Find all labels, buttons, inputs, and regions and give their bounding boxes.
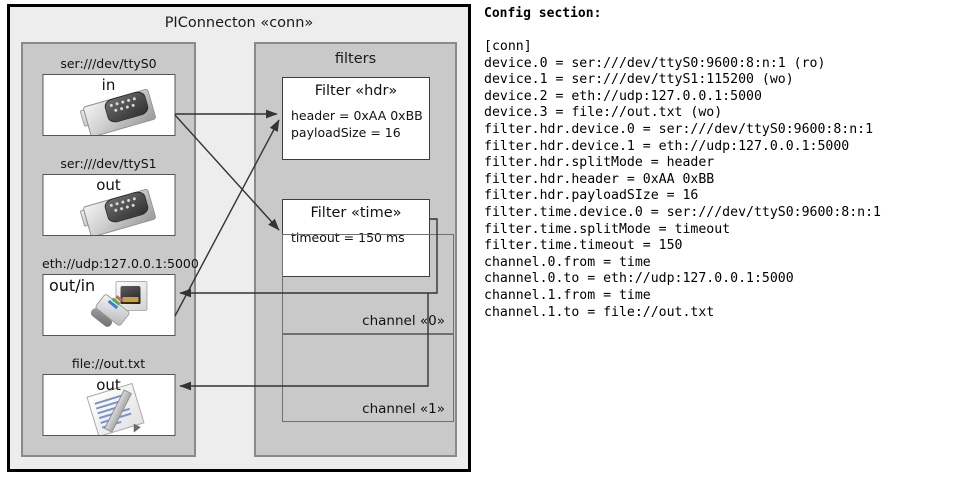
config-line-6: filter.hdr.device.1 = eth://udp:127.0.0.… <box>484 138 850 154</box>
device-group-ttys0[interactable]: ser:///dev/ttyS0 in <box>42 56 175 136</box>
devices-panel: ser:///dev/ttyS0 in ser:///dev/ <box>21 42 199 457</box>
config-line-7: filter.hdr.splitMode = header <box>484 155 715 171</box>
device-box-ttys1[interactable]: out <box>42 174 175 236</box>
device-box-eth[interactable]: out/in <box>42 274 175 336</box>
filter-box-hdr[interactable]: Filter «hdr» header = 0xAA 0xBB payloadS… <box>282 77 430 160</box>
serial-db9-connector-icon <box>79 88 163 135</box>
filter-props-hdr: header = 0xAA 0xBB payloadSize = 16 <box>291 108 429 142</box>
filter-prop-hdr-header: header = 0xAA 0xBB <box>291 108 423 123</box>
ethernet-jack-plug-icon <box>88 279 173 335</box>
config-line-10: filter.time.device.0 = ser:///dev/ttyS0:… <box>484 204 881 220</box>
channel-label-1: channel «1» <box>362 401 445 417</box>
config-line-15: channel.1.from = time <box>484 287 651 303</box>
device-caption-file: file://out.txt <box>71 356 146 371</box>
device-box-ttys0[interactable]: in <box>42 74 175 136</box>
serial-db9-connector-icon <box>79 188 163 235</box>
config-section-heading: Config section: <box>484 6 602 21</box>
config-line-4: device.3 = file://out.txt (wo) <box>484 105 723 121</box>
config-line-5: filter.hdr.device.0 = ser:///dev/ttyS0:9… <box>484 121 874 137</box>
filters-panel-title: filters <box>334 51 377 67</box>
filters-panel: filters Filter «hdr» header = 0xAA 0xBB … <box>254 42 457 457</box>
config-line-11: filter.time.splitMode = timeout <box>484 221 731 237</box>
channel-box-0[interactable]: channel «0» <box>282 234 454 334</box>
channel-label-0: channel «0» <box>362 313 445 329</box>
device-group-eth[interactable]: eth://udp:127.0.0.1:5000 out/in <box>42 256 199 336</box>
text-file-pencil-icon <box>85 382 163 435</box>
config-line-3: device.2 = eth://udp:127.0.0.1:5000 <box>484 88 762 104</box>
config-section: Config section: [conn]device.0 = ser:///… <box>484 6 960 321</box>
connection-diagram-frame: PIConnecton «conn» ser:///dev/ttyS0 in <box>7 4 471 472</box>
device-caption-ttys0: ser:///dev/ttyS0 <box>60 56 157 71</box>
config-line-9: filter.hdr.payloadSIze = 16 <box>484 188 699 204</box>
filter-prop-hdr-payloadsize: payloadSize = 16 <box>291 124 401 140</box>
channel-box-1[interactable]: channel «1» <box>282 334 454 422</box>
filter-title-hdr: Filter «hdr» <box>314 83 398 99</box>
device-direction-label-ttys1: out <box>96 176 121 194</box>
config-line-2: device.1 = ser:///dev/ttyS1:115200 (wo) <box>484 72 794 88</box>
config-line-13: channel.0.from = time <box>484 254 651 270</box>
diagram-title: PIConnecton «conn» <box>164 15 314 31</box>
config-line-16: channel.1.to = file://out.txt <box>484 304 715 320</box>
config-line-12: filter.time.timeout = 150 <box>484 238 683 254</box>
device-box-file[interactable]: out <box>42 374 175 436</box>
device-caption-eth: eth://udp:127.0.0.1:5000 <box>42 256 199 271</box>
device-direction-label-eth: out/in <box>49 276 96 295</box>
config-line-1: device.0 = ser:///dev/ttyS0:9600:8:n:1 (… <box>484 55 826 71</box>
config-line-14: channel.0.to = eth://udp:127.0.0.1:5000 <box>484 271 794 287</box>
device-direction-label-ttys0: in <box>101 76 116 94</box>
config-line-0: [conn] <box>484 39 532 54</box>
filter-title-time: Filter «time» <box>310 205 402 221</box>
device-group-file[interactable]: file://out.txt out <box>42 356 175 436</box>
config-section-lines: [conn]device.0 = ser:///dev/ttyS0:9600:8… <box>484 39 960 321</box>
device-group-ttys1[interactable]: ser:///dev/ttyS1 out <box>42 156 175 236</box>
device-caption-ttys1: ser:///dev/ttyS1 <box>60 156 157 171</box>
config-line-8: filter.hdr.header = 0xAA 0xBB <box>484 171 715 187</box>
device-direction-label-file: out <box>96 376 121 394</box>
